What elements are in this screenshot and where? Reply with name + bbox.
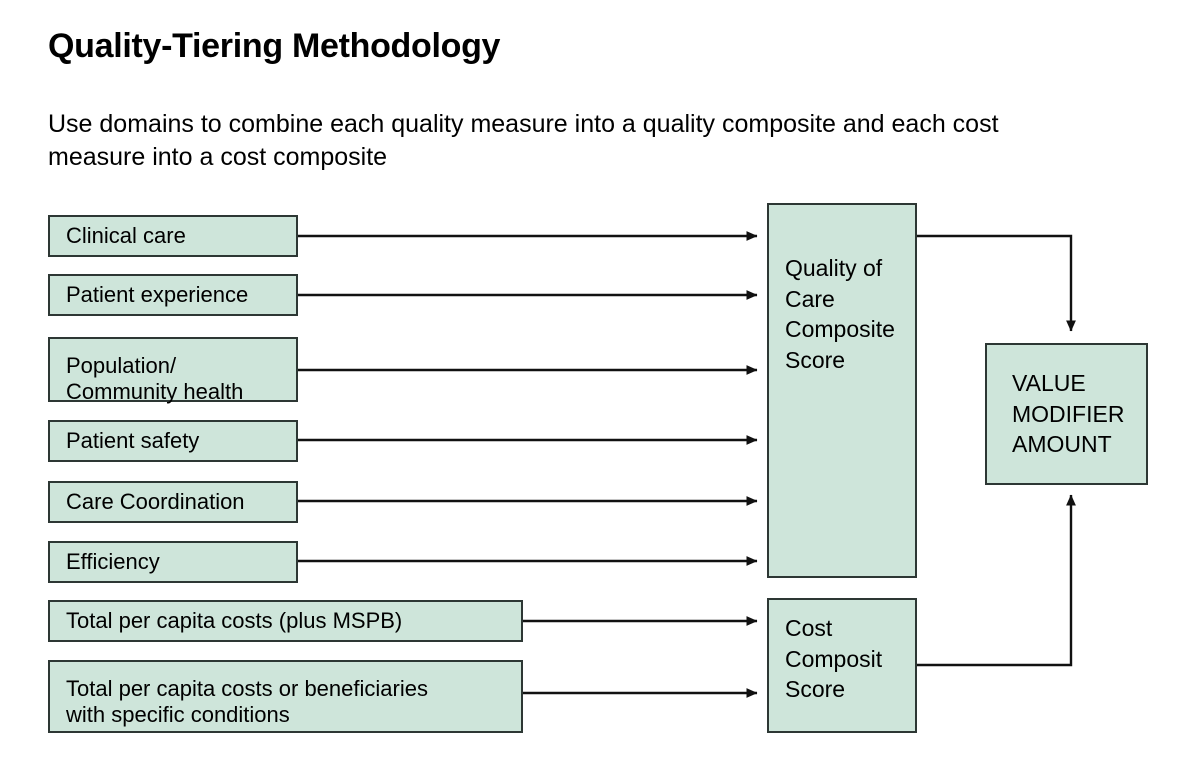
node-quality-of-care-composite-score-label: Quality of Care Composite Score	[785, 255, 895, 373]
node-quality-of-care-composite-score[interactable]: Quality of Care Composite Score	[767, 203, 917, 578]
node-total-per-capita-costs-conditions[interactable]: Total per capita costs or beneficiaries …	[48, 660, 523, 733]
node-population-community-health-label: Population/ Community health	[66, 353, 244, 405]
node-total-per-capita-costs[interactable]: Total per capita costs (plus MSPB)	[48, 600, 523, 642]
node-care-coordination-label: Care Coordination	[66, 488, 245, 514]
page-subtitle: Use domains to combine each quality meas…	[48, 110, 999, 171]
node-total-per-capita-costs-label: Total per capita costs (plus MSPB)	[66, 607, 403, 633]
node-value-modifier-amount-label: VALUE MODIFIER AMOUNT	[1012, 370, 1125, 458]
node-population-community-health[interactable]: Population/ Community health	[48, 337, 298, 404]
node-efficiency[interactable]: Efficiency	[48, 541, 298, 583]
flow-cost-composite-to-value-modifier	[917, 494, 1076, 667]
flow-quality-composite-to-value-modifier	[917, 234, 1076, 332]
node-cost-composite-score[interactable]: Cost Composit Score	[767, 598, 917, 733]
node-patient-experience-label: Patient experience	[66, 281, 249, 307]
node-patient-safety-label: Patient safety	[66, 427, 200, 453]
node-clinical-care-label: Clinical care	[66, 222, 186, 248]
page-title: Quality-Tiering Methodology	[48, 27, 501, 65]
node-patient-experience[interactable]: Patient experience	[48, 274, 298, 316]
node-total-per-capita-costs-conditions-label: Total per capita costs or beneficiaries …	[66, 676, 428, 728]
node-patient-safety[interactable]: Patient safety	[48, 420, 298, 462]
node-clinical-care[interactable]: Clinical care	[48, 215, 298, 257]
node-value-modifier-amount[interactable]: VALUE MODIFIER AMOUNT	[985, 343, 1148, 485]
node-care-coordination[interactable]: Care Coordination	[48, 481, 298, 523]
node-cost-composite-score-label: Cost Composit Score	[785, 615, 883, 703]
node-efficiency-label: Efficiency	[66, 548, 160, 574]
